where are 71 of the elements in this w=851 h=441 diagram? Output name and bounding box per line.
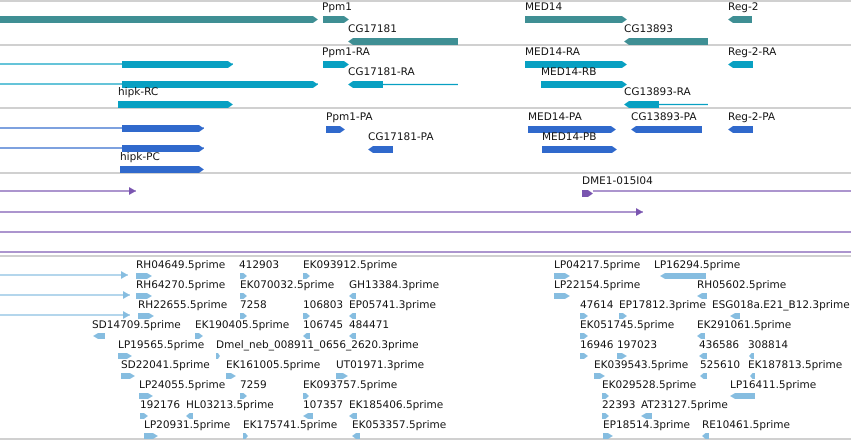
feature-label: Ppm1-RA [322, 46, 370, 59]
feature-label: RH64270.5prime [136, 279, 226, 292]
feature-label: EK053357.5prime [352, 419, 446, 432]
feature-label: UT01971.3prime [336, 359, 424, 372]
feature-label: RE10461.5prime [702, 419, 790, 432]
feature-label: EK161005.5prime [226, 359, 320, 372]
feature-label: CG13893-RA [624, 86, 691, 99]
feature-label: EK039543.5prime [594, 359, 688, 372]
feature-label: HL03213.5prime [186, 399, 274, 412]
feature-label: EP17812.3prime [619, 299, 706, 312]
feature-label: MED14 [525, 1, 562, 14]
feature-label: MED14-RB [541, 66, 596, 79]
feature-label: MED14-PA [528, 111, 582, 124]
feature-label: EP05741.3prime [349, 299, 436, 312]
feature-label: 106803 [303, 299, 344, 312]
feature-label: EK070032.5prime [240, 279, 334, 292]
feature-label: Reg-2 [728, 1, 758, 14]
feature-label: 197023 [617, 339, 658, 352]
feature-label: CG17181-PA [368, 131, 434, 144]
feature-label: EK093757.5prime [303, 379, 398, 392]
feature-label: 16946 [580, 339, 614, 352]
feature-label: 7258 [240, 299, 267, 312]
feature-label: hipk-PC [120, 151, 160, 164]
feature-label: Ppm1-PA [326, 111, 373, 124]
feature-label: DME1-015I04 [582, 175, 653, 188]
feature-label: EK093912.5prime [303, 259, 398, 272]
feature-label: RH22655.5prime [138, 299, 228, 312]
feature-label: LP16294.5prime [654, 259, 740, 272]
feature-label: EK187813.5prime [748, 359, 842, 372]
feature-label: SD14709.5prime [92, 319, 181, 332]
feature-label: EK175741.5prime [243, 419, 338, 432]
feature-label: EK190405.5prime [195, 319, 290, 332]
feature-label: CG13893 [624, 23, 673, 36]
feature-label: Reg-2-PA [728, 111, 776, 124]
feature-label: EK291061.5prime [697, 319, 792, 332]
feature-label: 525610 [700, 359, 740, 372]
feature-label: 412903 [239, 259, 280, 272]
feature-label: Dmel_neb_008911_0656_2620.3prime [216, 339, 419, 352]
feature-label: LP19565.5prime [118, 339, 204, 352]
feature-label: 436586 [699, 339, 740, 352]
feature-label: hipk-RC [118, 86, 158, 99]
feature-label: EK185406.5prime [349, 399, 444, 412]
feature-label: 192176 [140, 399, 180, 412]
feature-label: LP22154.5prime [554, 279, 640, 292]
feature-label: LP20931.5prime [144, 419, 230, 432]
feature-label: 47614 [580, 299, 614, 312]
feature-label: RH04649.5prime [136, 259, 226, 272]
feature-label: SD22041.5prime [121, 359, 210, 372]
feature-label: EP18514.3prime [603, 419, 690, 432]
feature-label: AT23127.5prime [641, 399, 728, 412]
feature-label: EK051745.5prime [580, 319, 674, 332]
feature-label: CG17181-RA [348, 66, 415, 79]
feature-label: RH05602.5prime [697, 279, 786, 292]
feature-label: Reg-2-RA [728, 46, 776, 59]
feature-label: MED14-PB [542, 131, 596, 144]
feature-label: 107357 [303, 399, 344, 412]
feature-label: LP04217.5prime [554, 259, 640, 272]
feature-label: EK029528.5prime [602, 379, 696, 392]
feature-label: 484471 [349, 319, 390, 332]
feature-label: LP24055.5prime [139, 379, 226, 392]
feature-label: CG17181 [348, 23, 397, 36]
feature-label: CG13893-PA [631, 111, 697, 124]
feature-label: ESG018a.E21_B12.3prime [712, 299, 850, 312]
feature-label: LP16411.5prime [730, 379, 816, 392]
feature-label: 106745 [303, 319, 344, 332]
feature-label: Ppm1 [322, 1, 352, 14]
feature-label: 7259 [240, 379, 267, 392]
feature-label: MED14-RA [525, 46, 580, 59]
feature-label: 22393 [602, 399, 636, 412]
feature-label: GH13384.3prime [349, 279, 440, 292]
feature-label: 308814 [748, 339, 788, 352]
